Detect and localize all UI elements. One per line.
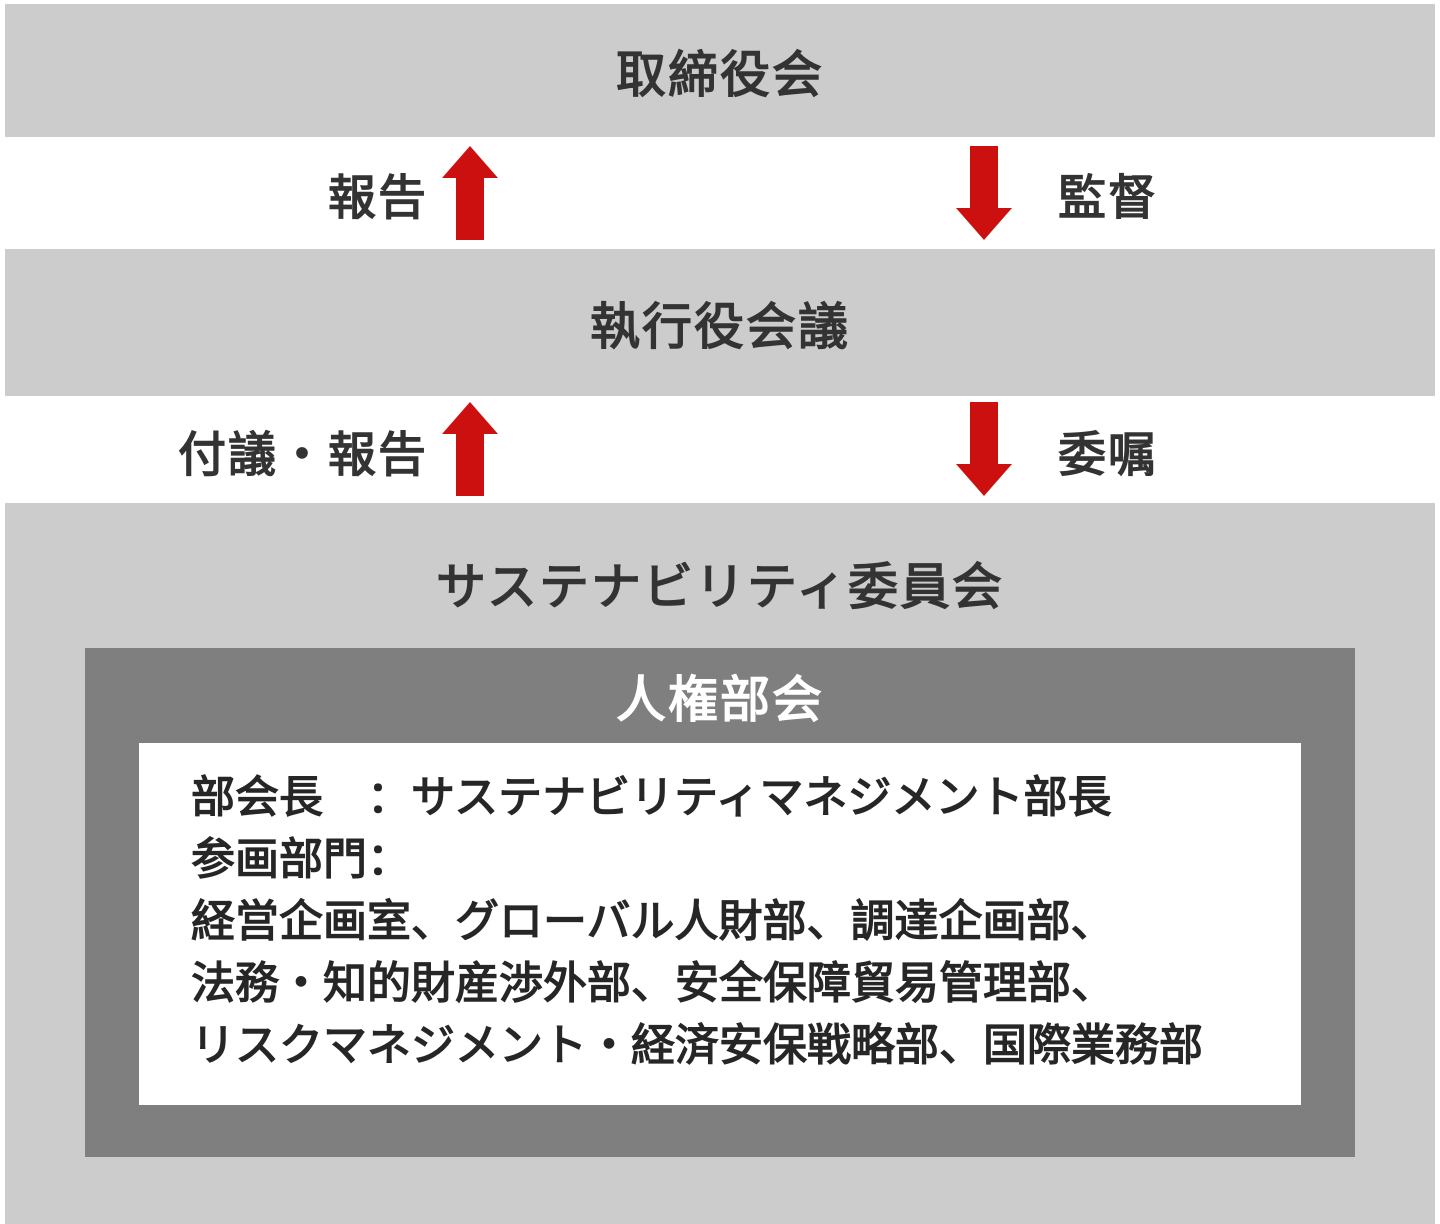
participating-divisions-heading: 参画部門： <box>191 834 411 885</box>
executive-officers-meeting-bar: 執行役会議 <box>5 249 1435 396</box>
participating-divisions-line-2: 法務・知的財産渉外部、安全保障貿易管理部、 <box>191 958 1115 1009</box>
sustainability-committee-title: サステナビリティ委員会 <box>436 557 1004 616</box>
flow-board-exec: 報告 監督 <box>5 137 1435 249</box>
down-arrow-shaft <box>970 402 998 464</box>
supervision-label: 監督 <box>1058 170 1159 226</box>
up-arrow-icon <box>442 146 498 240</box>
board-of-directors-label: 取締役会 <box>616 45 824 104</box>
up-arrow-icon <box>442 402 498 496</box>
flow-exec-committee: 付議・報告 委嘱 <box>5 396 1435 503</box>
subcommittee-detail-panel: 部会長 ：サステナビリティマネジメント部長 参画部門： 経営企画室、グローバル人… <box>139 743 1301 1105</box>
subcommittee-chair-line: 部会長 ：サステナビリティマネジメント部長 <box>191 772 1112 823</box>
up-arrow-head <box>442 402 498 434</box>
board-of-directors-bar: 取締役会 <box>5 4 1435 137</box>
sustainability-committee-box: サステナビリティ委員会 人権部会 部会長 ：サステナビリティマネジメント部長 参… <box>5 503 1435 1224</box>
up-arrow-shaft <box>456 178 484 240</box>
human-rights-subcommittee-box: 人権部会 部会長 ：サステナビリティマネジメント部長 参画部門： 経営企画室、グ… <box>85 648 1355 1157</box>
down-arrow-icon <box>956 402 1012 496</box>
participating-divisions-line-3: リスクマネジメント・経済安保戦略部、国際業務部 <box>191 1020 1203 1071</box>
down-arrow-head <box>956 208 1012 240</box>
participating-divisions-line-1: 経営企画室、グローバル人財部、調達企画部、 <box>191 896 1115 947</box>
down-arrow-icon <box>956 146 1012 240</box>
submission-report-label: 付議・報告 <box>177 426 428 483</box>
human-rights-subcommittee-title: 人権部会 <box>616 670 824 729</box>
down-arrow-shaft <box>970 146 998 208</box>
commission-label: 委嘱 <box>1058 426 1159 483</box>
up-arrow-shaft <box>456 434 484 496</box>
report-label: 報告 <box>327 170 428 226</box>
up-arrow-head <box>442 146 498 178</box>
executive-officers-meeting-label: 執行役会議 <box>590 297 850 356</box>
down-arrow-head <box>956 464 1012 496</box>
